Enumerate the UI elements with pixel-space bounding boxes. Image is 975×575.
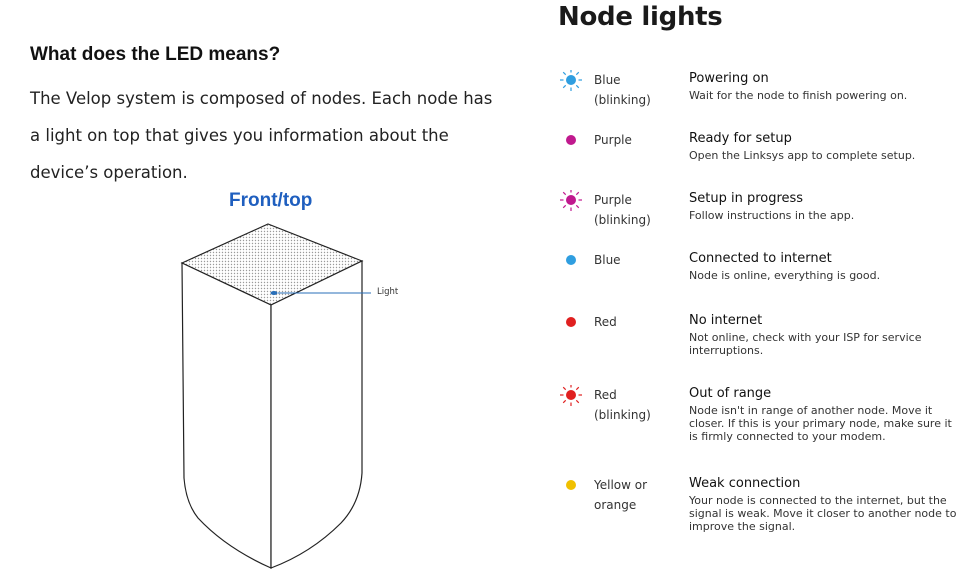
led-status: Ready for setup: [689, 131, 792, 146]
led-explanation: What does the LED means? The Velop syste…: [30, 44, 510, 191]
led-status: Setup in progress: [689, 191, 804, 206]
led-color-name: Red: [594, 388, 617, 402]
led-status: Connected to internet: [689, 251, 832, 266]
led-color-name: Purple: [594, 133, 632, 147]
led-status: Weak connection: [689, 476, 801, 491]
led-color-modifier: orange: [594, 498, 637, 512]
node-light-dot: [270, 291, 278, 295]
led-status: Out of range: [689, 386, 772, 401]
led-description: Not online, check with your ISP for serv…: [689, 331, 922, 357]
blinking-led-icon: [560, 190, 582, 211]
led-color-label: Blue (blinking): [594, 70, 674, 110]
blinking-led-icon: [560, 385, 582, 406]
led-description: Node isn't in range of another node. Mov…: [689, 404, 952, 443]
led-description: Wait for the node to finish powering on.: [689, 89, 908, 102]
led-dot-icon: [566, 135, 576, 145]
node-right-face: [270, 260, 363, 569]
led-description: Follow instructions in the app.: [689, 209, 855, 222]
led-color-label: Purple: [594, 130, 674, 150]
led-dot-icon: [566, 317, 576, 327]
led-color-label: Purple (blinking): [594, 190, 674, 230]
node-illustration: [176, 218, 406, 570]
led-dot-icon: [566, 255, 576, 265]
led-status: No internet: [689, 313, 763, 328]
node-drawing: [180, 223, 371, 569]
led-color-modifier: (blinking): [594, 408, 651, 422]
led-color-modifier: (blinking): [594, 213, 651, 227]
intro-paragraph: The Velop system is composed of nodes. E…: [30, 89, 493, 182]
led-color-name: Purple: [594, 193, 632, 207]
led-color-name: Blue: [594, 253, 621, 267]
led-dot-icon: [566, 480, 576, 490]
front-top-caption: Front/top: [229, 190, 313, 211]
led-status: Powering on: [689, 71, 769, 86]
led-description: Node is online, everything is good.: [689, 269, 881, 282]
led-color-name: Red: [594, 315, 617, 329]
light-label: Light: [377, 287, 399, 297]
section-heading: What does the LED means?: [30, 44, 281, 65]
led-color-name: Yellow or: [594, 478, 648, 492]
led-color-label: Blue: [594, 250, 674, 270]
led-color-label: Red: [594, 312, 674, 332]
led-color-modifier: (blinking): [594, 93, 651, 107]
led-color-name: Blue: [594, 73, 621, 87]
led-color-label: Yellow or orange: [594, 475, 674, 515]
node-lights-title: Node lights: [558, 2, 723, 32]
blinking-led-icon: [560, 70, 582, 91]
led-description: Open the Linksys app to complete setup.: [689, 149, 916, 162]
led-color-label: Red (blinking): [594, 385, 674, 425]
led-description: Your node is connected to the internet, …: [689, 494, 957, 533]
node-left-face: [181, 262, 272, 569]
